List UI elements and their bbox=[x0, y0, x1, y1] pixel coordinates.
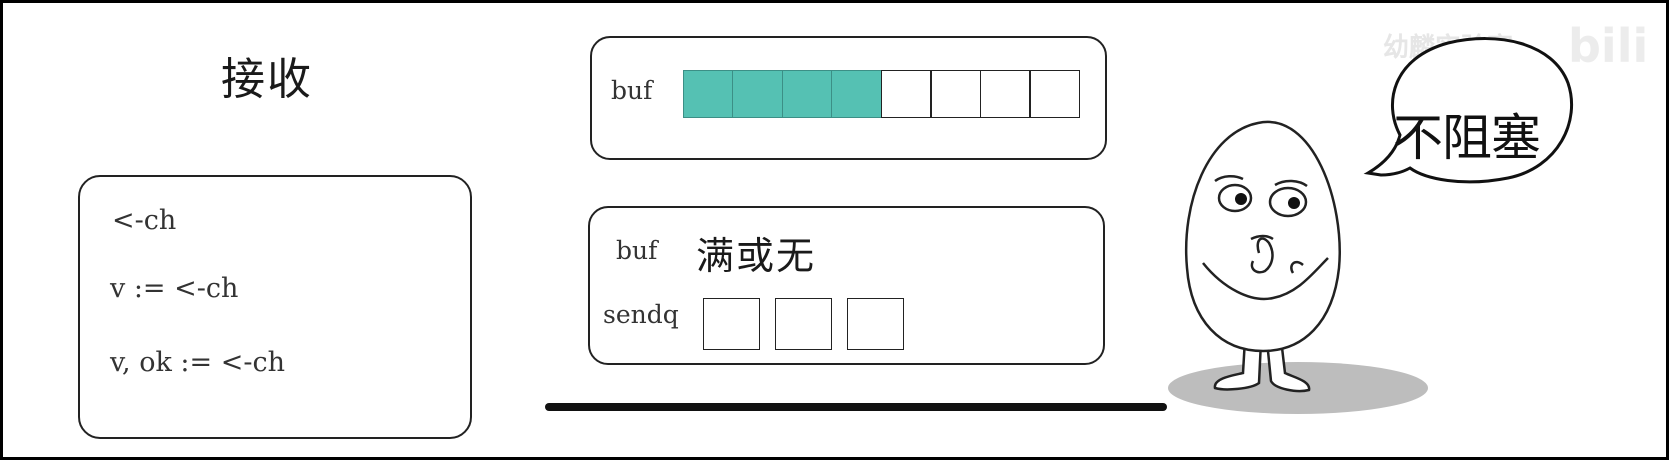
divider-line bbox=[545, 403, 1167, 411]
slide-title: 接收 bbox=[221, 54, 313, 105]
buffer-cell-empty bbox=[1029, 70, 1080, 118]
code-line-receive: <-ch bbox=[112, 205, 177, 236]
code-line-assign: v := <-ch bbox=[110, 273, 239, 304]
buffer-cell-filled bbox=[682, 70, 734, 118]
buffer-cells bbox=[682, 70, 1080, 118]
speech-text: 不阻塞 bbox=[1393, 109, 1541, 167]
buffer-label: buf bbox=[611, 76, 653, 105]
code-box: <-ch v := <-ch v, ok := <-ch bbox=[78, 175, 472, 439]
buffer-box-top: buf bbox=[590, 36, 1107, 160]
buffer-cell-empty bbox=[979, 70, 1031, 118]
code-line-assign-ok: v, ok := <-ch bbox=[110, 347, 285, 378]
sendq-slot bbox=[847, 298, 904, 350]
slide-canvas: 幼麟实验室 bili 接收 <-ch v := <-ch v, ok := <-… bbox=[3, 3, 1666, 457]
sendq-slot bbox=[703, 298, 760, 350]
bilibili-logo: bili bbox=[1568, 19, 1649, 73]
buffer-cell-empty bbox=[880, 70, 932, 118]
buffer-cell-filled bbox=[831, 70, 882, 118]
buffer-cell-filled bbox=[732, 70, 783, 118]
speech-bubble bbox=[1363, 37, 1574, 184]
buffer-box-bottom: buf sendq bbox=[588, 206, 1105, 365]
buffer-status-text: 满或无 bbox=[696, 234, 817, 278]
sendq-slot bbox=[775, 298, 832, 350]
buffer-cell-filled bbox=[781, 70, 833, 118]
buffer-label: buf bbox=[616, 236, 658, 265]
egg-character-illustration bbox=[1168, 37, 1574, 414]
buffer-cell-empty bbox=[930, 70, 981, 118]
sendq-label: sendq bbox=[603, 300, 679, 329]
